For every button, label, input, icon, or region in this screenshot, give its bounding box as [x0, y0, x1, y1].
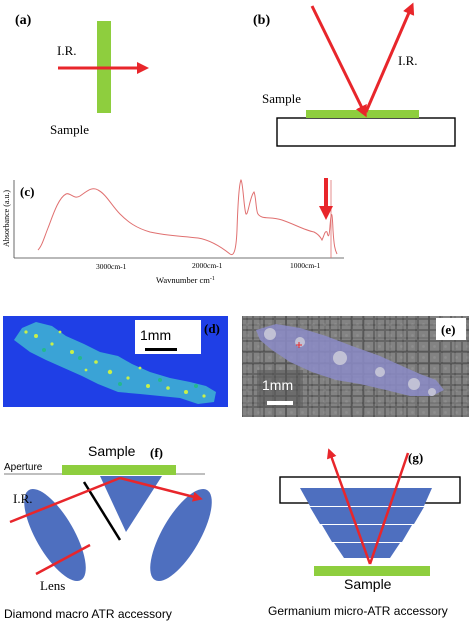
panel-b-ir-reflected	[364, 2, 415, 113]
panel-f-ir-out	[119, 476, 203, 502]
panel-f-lens-label: Lens	[40, 578, 65, 593]
panel-c-tick-1000: 1000cm-1	[290, 261, 321, 270]
panel-d: 1mm (d)	[3, 316, 228, 407]
panel-d-scale-label: 1mm	[140, 327, 171, 343]
panel-a-sample-label: Sample	[50, 122, 89, 137]
panel-f: Sample (f) Aperture I.R. Lens Diamond ma…	[4, 443, 212, 621]
panel-c-spectrum-line	[37, 179, 338, 256]
panel-f-sample-bar	[62, 465, 176, 475]
panel-a-label: (a)	[15, 13, 32, 28]
panel-g-sample-label: Sample	[344, 576, 392, 592]
panel-g: (g) Sample Germanium micro-ATR accessory	[268, 448, 461, 618]
panel-a: (a) I.R. Sample	[15, 13, 149, 137]
panel-f-lens-left	[24, 488, 86, 582]
panel-f-aperture-blade	[82, 481, 122, 541]
panel-c: (c) Absorbance (a.u.) 3000cm-1 2000cm-1 …	[2, 178, 344, 285]
panel-f-lens-right	[150, 488, 212, 582]
panel-d-sample-map	[14, 322, 216, 404]
panel-b-label: (b)	[253, 13, 270, 28]
panel-f-diamond-crystal	[100, 476, 162, 532]
panel-b-sample-label: Sample	[262, 91, 301, 106]
panel-b-ir-label: I.R.	[398, 53, 418, 68]
panel-e: 1mm (e)	[242, 316, 469, 417]
panel-f-ir-label: I.R.	[13, 491, 33, 506]
panel-d-mid-spots	[42, 348, 198, 388]
panel-b-stage-box	[276, 117, 456, 147]
panel-a-ir-label: I.R.	[57, 43, 77, 58]
panel-d-label: (d)	[204, 321, 220, 336]
panel-d-scale-bar	[145, 348, 177, 351]
panel-e-scale-label: 1mm	[262, 377, 293, 393]
panel-g-sample-bar	[314, 566, 430, 576]
panel-d-hotspots	[24, 330, 206, 398]
panel-f-label: (f)	[150, 445, 163, 460]
panel-f-caption: Diamond macro ATR accessory	[4, 607, 172, 621]
panel-f-sample-label: Sample	[88, 443, 136, 459]
panel-g-crystal-step-4	[334, 543, 400, 558]
panel-c-label: (c)	[20, 184, 34, 199]
panel-e-label: (e)	[441, 322, 455, 337]
panel-g-ir-right	[368, 452, 410, 565]
panel-c-tick-2000: 2000cm-1	[192, 261, 223, 270]
panel-g-crystal-step-2	[310, 507, 424, 524]
panel-f-lens-pointer	[35, 543, 91, 576]
panel-g-crystal-step-1	[300, 488, 432, 506]
panel-f-aperture-label: Aperture	[4, 462, 43, 473]
panel-c-tick-3000: 3000cm-1	[96, 262, 127, 271]
panel-c-ylabel: Absorbance (a.u.)	[2, 190, 11, 247]
panel-f-ir-in	[9, 476, 121, 524]
panel-e-sample-texture	[264, 328, 436, 396]
panel-b: (b) I.R. Sample	[253, 2, 456, 147]
panel-e-scale-bar	[267, 401, 293, 405]
panel-g-crystal-step-3	[322, 525, 412, 542]
panel-c-xlabel: Wavnumber cm-1	[156, 275, 215, 285]
panel-g-label: (g)	[408, 450, 423, 465]
panel-b-ir-incident	[310, 5, 367, 118]
panel-c-arrow-head	[319, 206, 333, 220]
panel-g-ir-left	[326, 448, 372, 565]
panel-g-caption: Germanium micro-ATR accessory	[268, 604, 448, 618]
